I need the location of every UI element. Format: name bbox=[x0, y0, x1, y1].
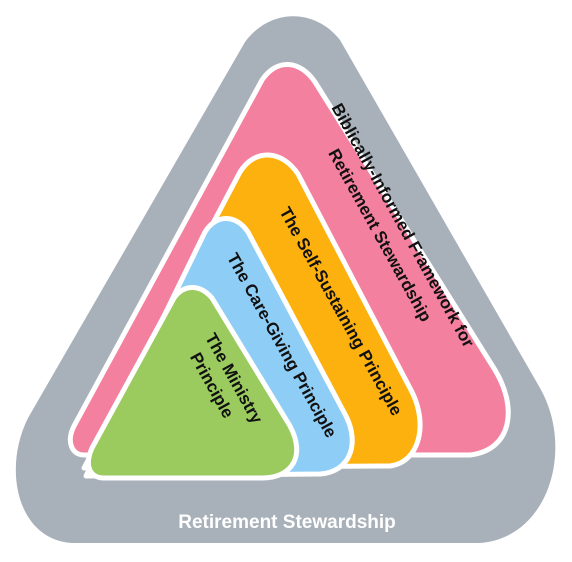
base-label-retirement-stewardship: Retirement Stewardship bbox=[178, 512, 396, 533]
layer-ministry bbox=[86, 285, 300, 481]
